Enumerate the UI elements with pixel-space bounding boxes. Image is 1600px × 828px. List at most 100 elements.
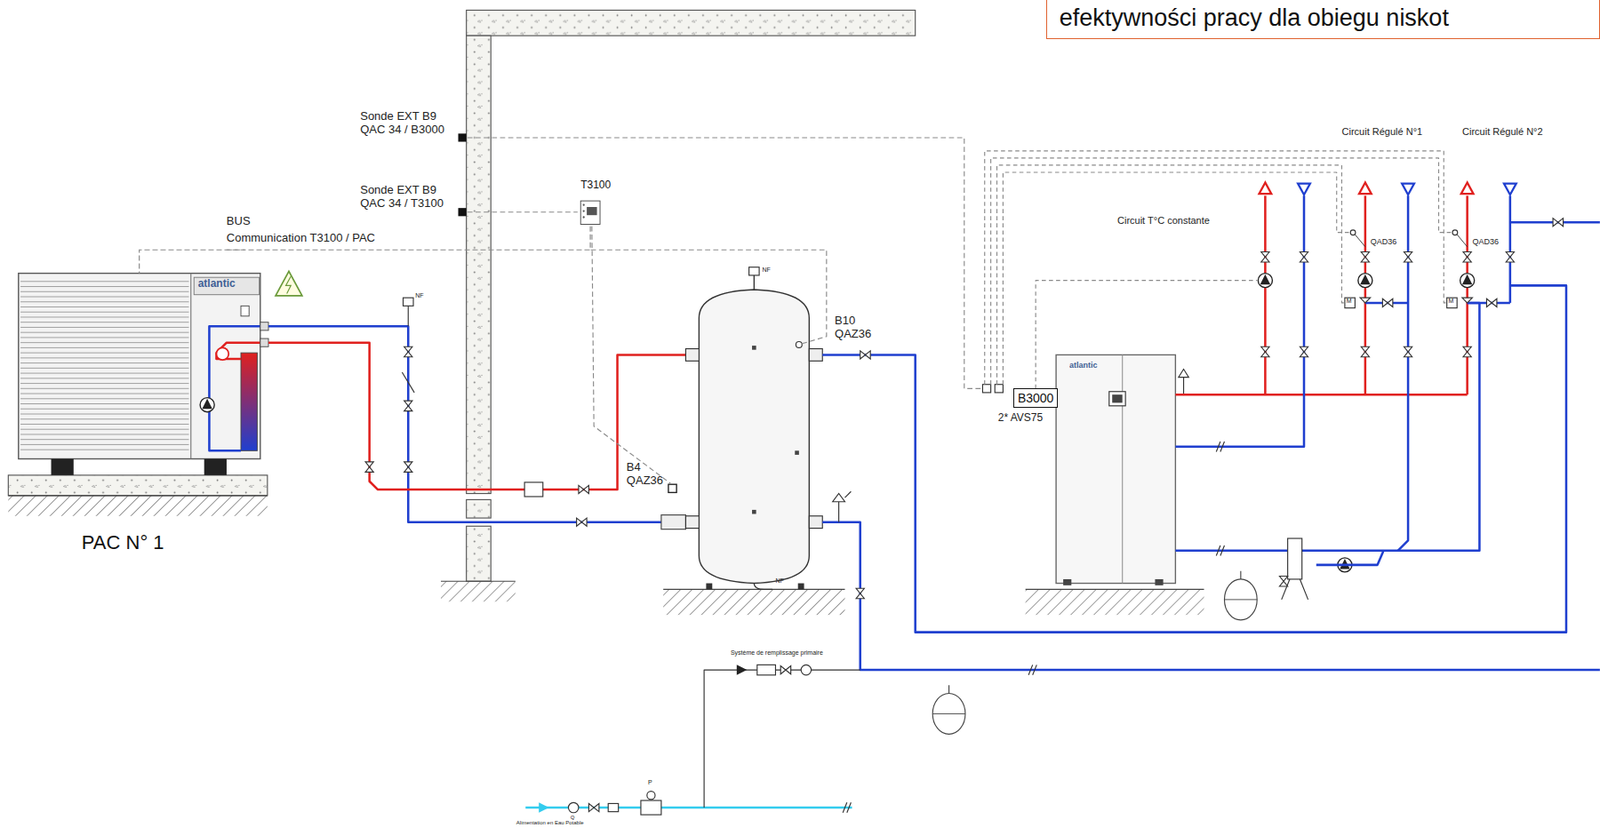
temperature-sensor [1350,230,1356,236]
bus-connector [139,226,591,274]
valve-symbol [1360,252,1369,263]
tank-nozzle [808,516,823,529]
return-pipe [1175,303,1480,552]
fin [20,291,189,293]
valve-symbol [1463,346,1472,357]
fin [20,296,189,298]
boiler-housing [1056,354,1176,584]
annotation-label: Circuit T°C constante [1117,215,1210,227]
node-text: atlantic [198,278,236,291]
flow-pipe [1364,195,1368,395]
vent-pipe [753,275,755,290]
sensor-lead [1354,234,1365,248]
annotation-label: BUS [226,215,251,229]
heat-pump-housing [18,273,261,460]
pump-symbol [1360,274,1370,285]
pump-symbol [1460,273,1475,288]
fin [20,357,189,359]
node-text: atlantic [1069,360,1098,370]
flow-arrow [1461,182,1474,194]
filling-line [704,670,861,808]
valve-symbol [856,588,864,599]
flow-arrow [1297,184,1311,196]
return-pipe [822,522,1600,671]
ground-hatch [663,589,845,616]
fin [20,429,189,431]
return-pipe [1175,195,1304,447]
outdoor-sensor [457,208,466,216]
controller-screen [586,207,597,216]
node-text: efektywności pracy dla obiegu niskot [1059,4,1449,32]
ground-line [440,581,516,583]
bus-line [226,249,246,251]
drain-pipe [753,584,773,591]
flow-arrow [1504,184,1517,196]
valve-symbol [1360,346,1369,357]
warning-bolt [286,276,292,295]
break-mark [1216,545,1224,556]
valve-motor [1447,297,1457,308]
valve-symbol [1382,298,1392,307]
check-valve [608,803,618,812]
motor-letter: M [1346,297,1352,305]
valve-symbol [1552,218,1563,227]
heat-exchanger [240,352,257,451]
safety-pipe [1183,377,1184,396]
note-box: efektywności pracy dla obiegu niskot [1046,0,1600,40]
ground-line [1025,589,1205,591]
wall [466,35,492,494]
annotation-label: QAD36 [1370,237,1398,247]
fin [20,398,189,400]
bus-line [591,249,827,344]
tank-port [752,510,757,515]
separator-stand [1281,579,1309,600]
valve-symbol [576,518,587,527]
pressure-gauge [647,792,656,800]
vessel-membrane [932,713,966,715]
valve-symbol [780,666,791,675]
safety-valve [832,494,846,503]
valve-symbol [1505,252,1514,263]
air-vent [749,267,760,276]
fin [20,352,189,354]
tank-leg [798,584,805,591]
sensor-lead [1456,234,1467,248]
valve-symbol [1403,346,1412,357]
foot [204,459,227,476]
safety-valve [845,491,852,498]
valve-symbol [588,803,599,812]
control-line [1002,172,1353,385]
control-line [592,226,671,484]
pump-symbol [1257,273,1272,288]
water-meter [568,802,578,813]
annotation-label: Communication T3100 / PAC [226,232,376,246]
separator [1288,538,1303,580]
return-pipe [1316,551,1384,566]
foot [1063,579,1072,586]
annotation-label: Sonde EXT B9 QAC 34 / T3100 [360,184,458,211]
node-text: T3100 [580,179,611,192]
control-line [991,158,1456,385]
fin [20,312,189,313]
concrete-slab [8,475,268,496]
fin [20,301,189,303]
flow-arrow [1401,184,1415,196]
ground-hatch [8,496,268,517]
control-line [984,151,1452,385]
expansion-vessel [932,693,966,735]
node-text: B3000 [1017,391,1054,406]
fin [20,418,189,420]
fin [20,449,189,451]
vessel-membrane [1224,599,1257,600]
wall [466,526,492,582]
controller-button [583,204,585,207]
controller-button [583,216,585,218]
logo-plate [193,277,259,296]
valve-symbol [1279,576,1288,586]
node-text: PAC N° 1 [81,531,165,554]
vent-pipe [408,305,409,327]
strainer [524,482,544,497]
boiler-screen [1112,394,1122,403]
annotation-label: Sonde EXT B9 QAC 34 / B3000 [360,110,458,137]
